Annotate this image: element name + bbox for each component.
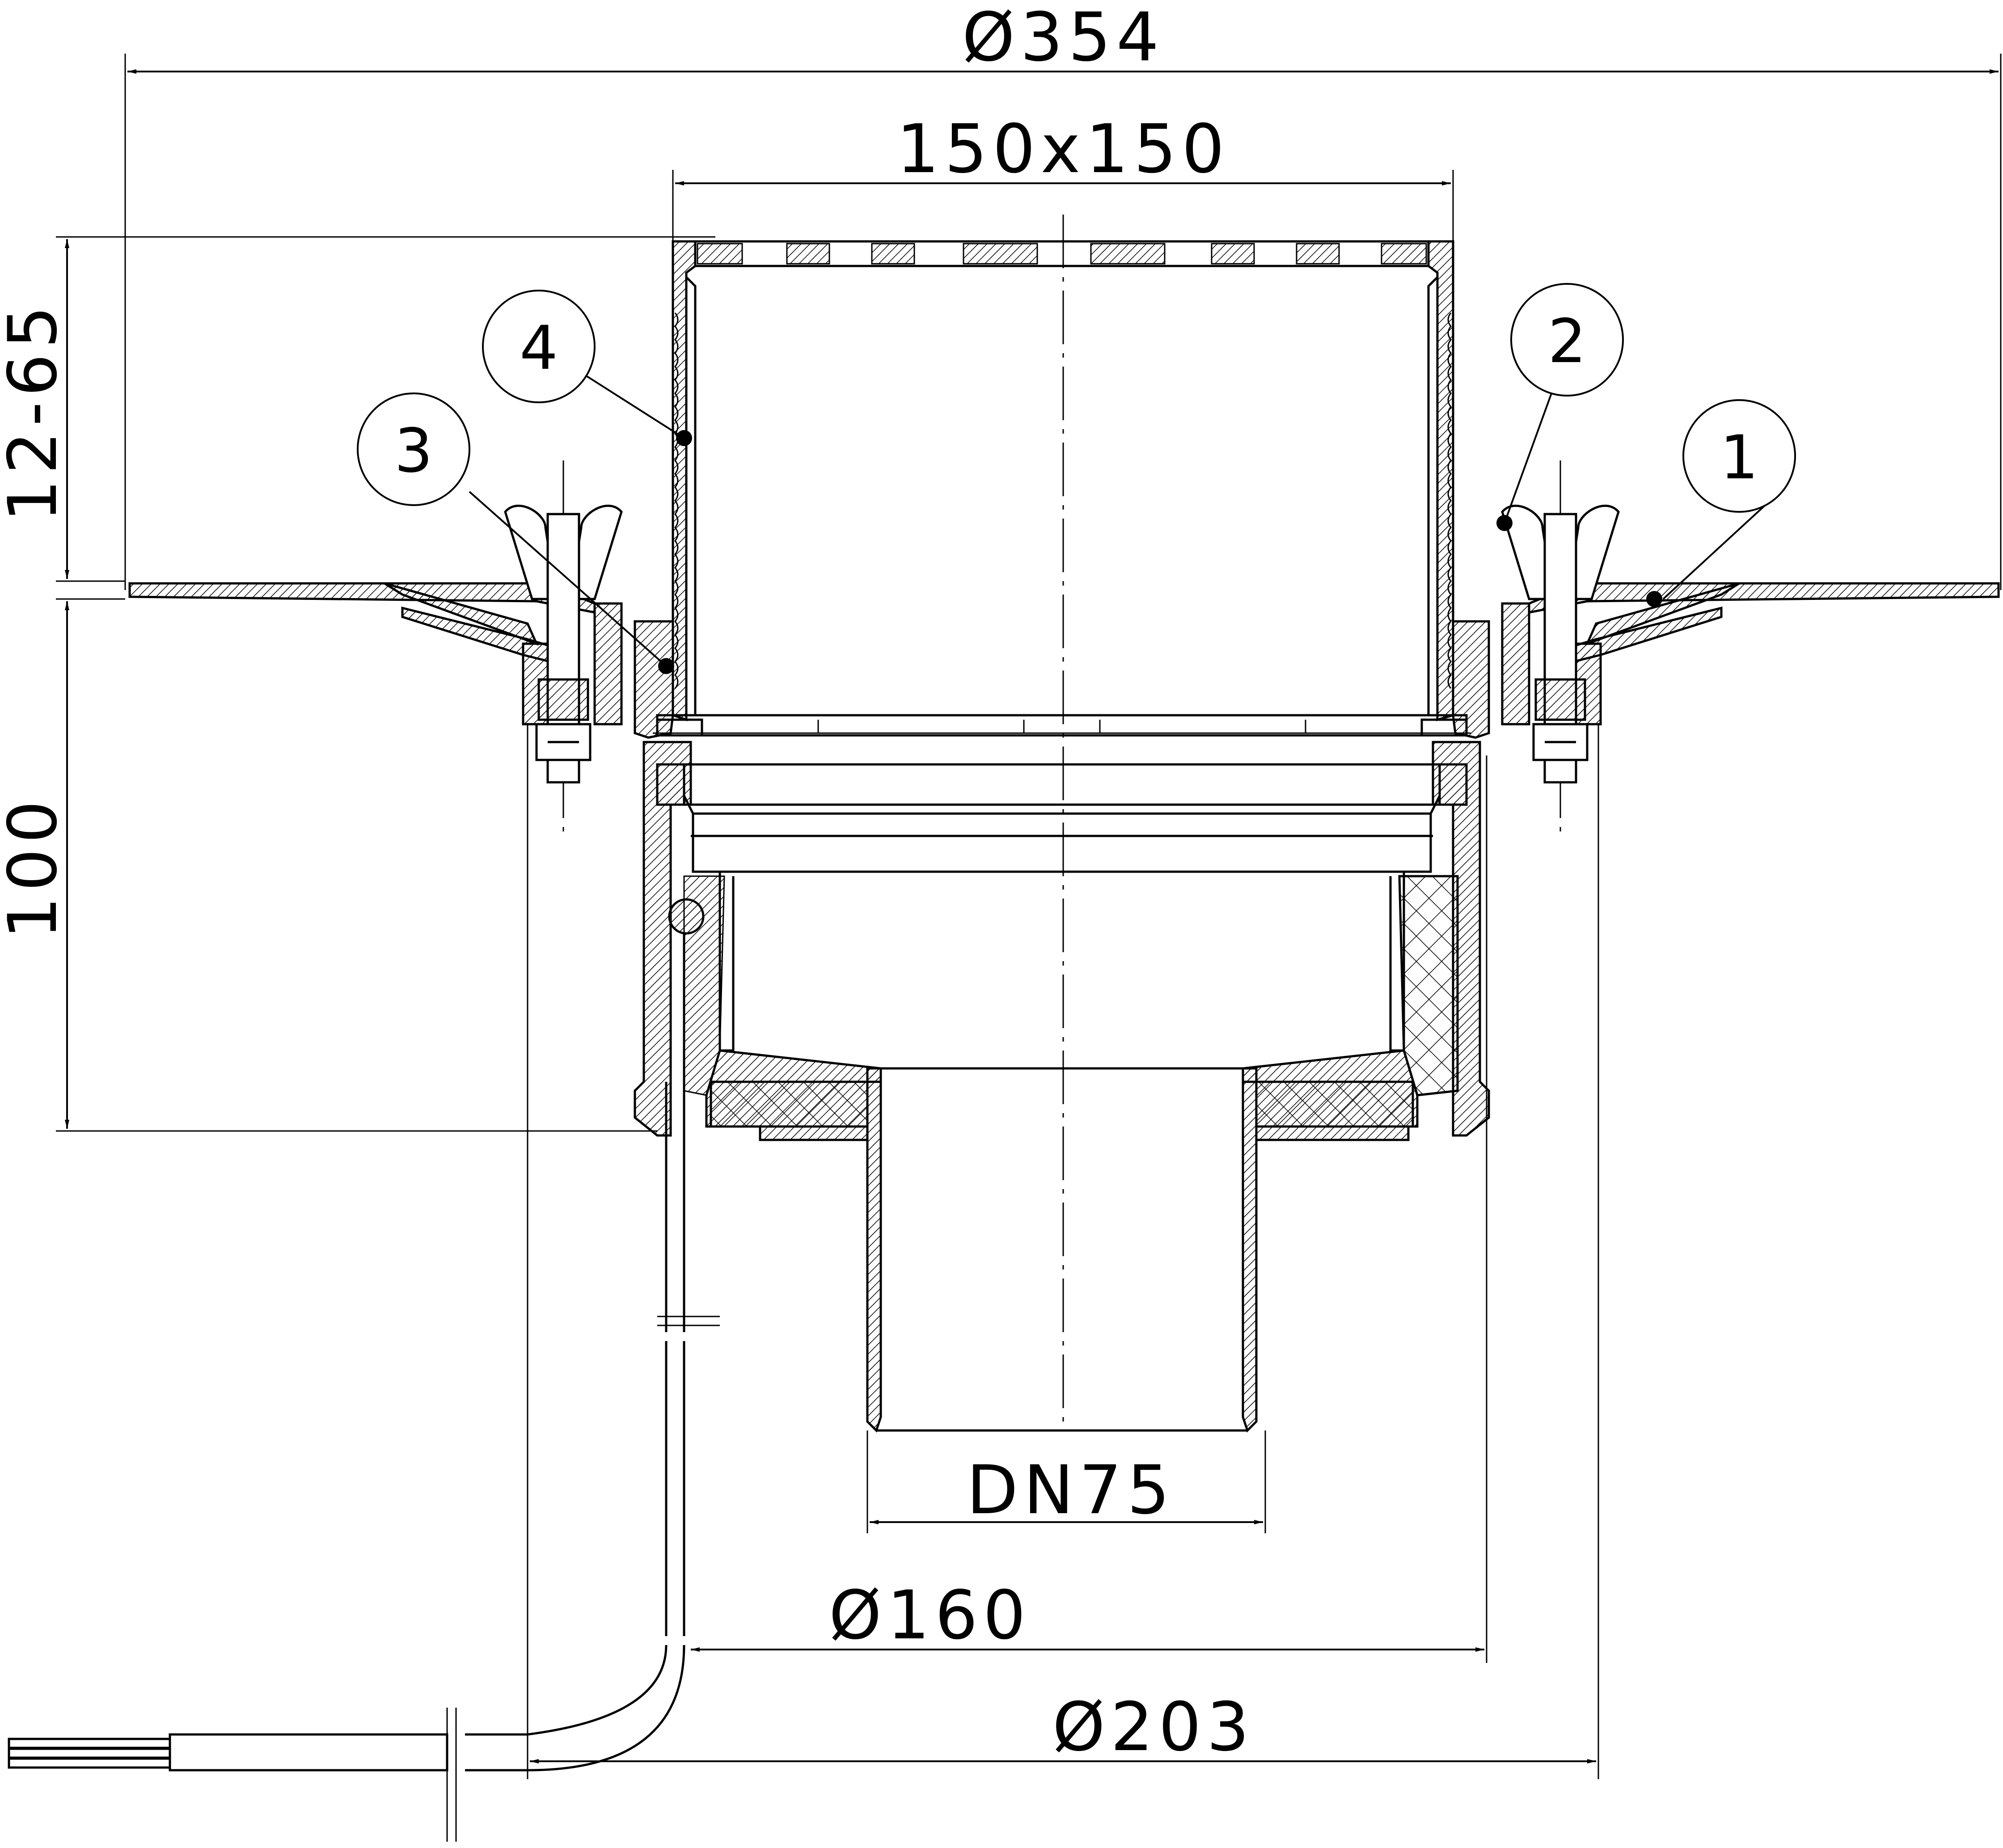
base-outlet xyxy=(705,1049,1419,1433)
callout-circle-1 xyxy=(1682,399,1796,513)
dim-vertical xyxy=(56,236,715,1132)
upper-body xyxy=(634,620,1490,739)
bolt-left xyxy=(504,505,623,784)
bolt-right xyxy=(1501,505,1620,784)
callout-circle-3 xyxy=(357,392,470,506)
clamp-ring xyxy=(401,602,1723,726)
dim-label-overall-diameter: Ø354 xyxy=(962,0,1164,76)
dim-label-outlet: DN75 xyxy=(967,1451,1175,1529)
dim-203 xyxy=(527,724,1599,1779)
callout-circles xyxy=(357,283,1796,513)
dim-label-160: Ø160 xyxy=(829,1577,1031,1654)
callout-label-2: 2 xyxy=(1548,306,1586,376)
callout-label-4: 4 xyxy=(520,313,558,383)
callout-dots xyxy=(658,430,1662,674)
callout-labels: 4 3 2 1 xyxy=(394,306,1758,493)
dimension-labels: Ø354 150x150 12-65 100 DN75 Ø160 Ø203 xyxy=(0,0,1255,1766)
heating-cable xyxy=(8,898,720,1842)
callout-label-3: 3 xyxy=(394,416,433,486)
callout-circle-4 xyxy=(482,290,596,403)
dim-overall-diameter xyxy=(124,54,2002,590)
adjustable-frame xyxy=(672,240,1454,721)
dim-160 xyxy=(691,755,1487,1663)
callout-label-1: 1 xyxy=(1720,422,1758,493)
dim-label-height-adjust: 12-65 xyxy=(0,300,72,522)
grate xyxy=(694,240,1430,267)
centerlines xyxy=(562,215,1561,1430)
flange xyxy=(128,582,2000,646)
dim-label-203: Ø203 xyxy=(1052,1688,1255,1766)
callout-circle-2 xyxy=(1510,283,1624,397)
dim-label-body-height: 100 xyxy=(0,795,72,939)
dim-label-grate-size: 150x150 xyxy=(896,110,1230,188)
callout-leaders xyxy=(469,375,1776,667)
dim-outlet xyxy=(866,1430,1266,1533)
